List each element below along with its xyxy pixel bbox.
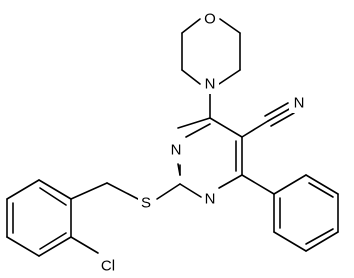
chlorine-label: Cl <box>101 258 115 275</box>
bond <box>305 231 339 252</box>
bond <box>209 117 243 138</box>
sulfur-label: S <box>141 195 151 212</box>
bond <box>218 174 243 189</box>
bond <box>39 187 67 206</box>
bond <box>179 183 202 198</box>
bond <box>273 231 307 252</box>
bond <box>177 117 211 129</box>
bond <box>181 18 201 34</box>
bond <box>267 107 292 122</box>
phenyl-ring <box>241 174 339 252</box>
bond <box>218 69 241 85</box>
bond <box>38 236 72 257</box>
chlorophenyl-ring <box>6 179 99 257</box>
atom-labels: O N N N S N Cl <box>94 10 309 276</box>
bond <box>39 232 67 250</box>
bond <box>264 102 289 117</box>
thioether-linker <box>70 182 181 200</box>
pyrimidine-nitrogen-label: N <box>171 142 182 159</box>
pyrimidine-nitrogen-label: N <box>205 191 216 208</box>
bond <box>270 112 295 127</box>
nitrile-nitrogen-label: N <box>294 95 305 112</box>
bond <box>241 120 269 138</box>
bond <box>308 182 334 198</box>
bond <box>177 163 181 176</box>
bond <box>305 174 339 195</box>
bond <box>219 18 241 34</box>
oxygen-label: O <box>204 11 216 28</box>
bond <box>70 182 108 200</box>
morpholine-ring <box>181 18 241 85</box>
bond <box>273 174 307 195</box>
bond <box>106 182 139 200</box>
bond <box>38 179 72 200</box>
bond <box>181 69 201 85</box>
morpholine-nitrogen-label: N <box>205 76 216 93</box>
bond <box>185 123 211 138</box>
nitrile-group <box>241 102 295 138</box>
bond <box>241 174 275 195</box>
bond <box>70 236 99 254</box>
bond <box>6 236 40 257</box>
bond <box>6 179 40 200</box>
bond <box>156 183 181 200</box>
pyrimidine-ring <box>177 117 243 198</box>
bond <box>305 228 334 245</box>
